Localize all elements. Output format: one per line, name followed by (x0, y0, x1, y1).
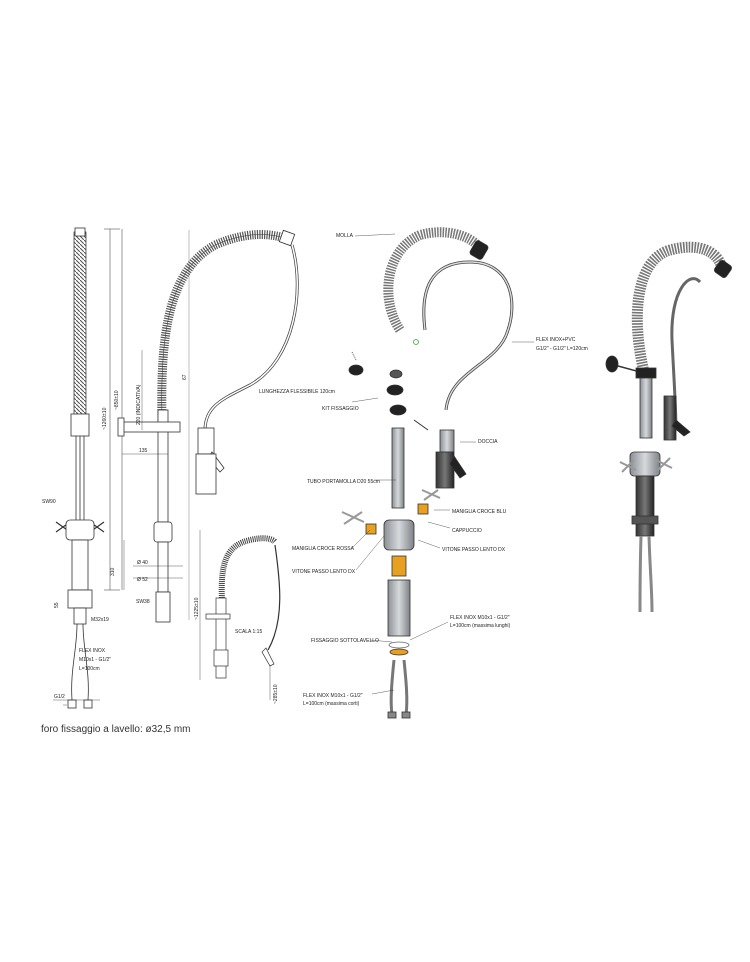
dim-total-height: ~1260±10 (102, 407, 108, 430)
footer-note: foro fissaggio a lavello: ø32,5 mm (41, 724, 191, 735)
label-flex-corti-1: FLEX INOX M10x1 - G1/2" (303, 693, 363, 699)
side-view (117, 229, 299, 623)
side-shower-body (197, 427, 215, 455)
flex-inox-2: M10x1 - G1/2" (79, 657, 111, 663)
dim-67: 67 (182, 374, 188, 380)
front-spring (73, 231, 87, 421)
dim-sw90: SW90 (42, 499, 56, 505)
dim-g12: G1/2 (54, 694, 65, 700)
dim-height-2: ~850±10 (114, 390, 120, 410)
front-spring-cap (74, 227, 86, 237)
perspective-view (605, 241, 732, 613)
part-labels: MOLLA FLEX INOX+PVC G1/2" - G1/2" L=120c… (292, 233, 588, 707)
label-maniglia-blu: MANIGLIA CROCE BLU (452, 509, 507, 515)
exploded-view (341, 227, 534, 719)
exploded-body (383, 519, 415, 551)
side-wall-bracket (121, 421, 181, 433)
label-maniglia-rossa: MANIGLIA CROCE ROSSA (292, 546, 355, 552)
label-vitone-dx: VITONE PASSO LENTO DX (442, 547, 506, 553)
label-tubo: TUBO PORTAMOLLA D20 55cm (307, 479, 380, 485)
label-flex-corti-2: L=100cm (massima corti) (303, 701, 360, 707)
kit-part-3 (389, 404, 407, 416)
vitone-right (417, 503, 429, 515)
label-flex-lunghi-1: FLEX INOX M10x1 - G1/2" (450, 615, 510, 621)
label-cappuccio: CAPPUCCIO (452, 528, 482, 534)
dim-310: 310 (110, 567, 116, 576)
label-flex-pvc-2: G1/2" - G1/2" L=120cm (536, 346, 588, 352)
dim-flex-length: 220 (INDICATIVA) (136, 384, 142, 425)
dim-40: Ø 40 (137, 560, 148, 566)
dim-m32: M32x19 (91, 617, 109, 623)
dim-55: 55 (54, 602, 60, 608)
label-flex-pvc-1: FLEX INOX+PVC (536, 337, 576, 343)
exploded-lower-column (387, 579, 411, 637)
flex-inox-3: L=100cm (79, 666, 100, 672)
exploded-shower (439, 429, 455, 453)
perspective-spring (631, 241, 728, 382)
label-flex-lunghi-2: L=100cm (massima lunghi) (450, 623, 510, 629)
label-vitone-sx: VITONE PASSO LENTO DX (292, 569, 356, 575)
flex-inox-1: FLEX INOX (79, 648, 106, 654)
dimension-labels: ~1260±10 ~850±10 220 (INDICATIVA) SW90 1… (42, 374, 335, 704)
dim-285: ~285±10 (273, 684, 279, 704)
exploded-spring (383, 227, 484, 333)
exploded-nut (391, 555, 407, 577)
perspective-body (629, 451, 661, 477)
exploded-flex-hose (422, 260, 514, 411)
scale-label: SCALA 1:15 (235, 629, 262, 635)
dim-135: 135 (139, 448, 148, 454)
flex-length-label: LUNGHEZZA FLESSIBILE 120cm (259, 389, 335, 395)
dim-1225: ~1225±10 (194, 597, 200, 620)
kit-part-1 (348, 364, 364, 376)
dim-sw38: SW38 (136, 599, 150, 605)
label-kit: KIT FISSAGGIO (322, 406, 359, 412)
label-fissaggio: FISSAGGIO SOTTOLAVELLO (311, 638, 379, 644)
front-clamp (70, 413, 90, 437)
front-view (53, 227, 123, 709)
exploded-tube (391, 427, 405, 509)
kit-part-2 (386, 384, 404, 396)
side-spring-cap (278, 229, 296, 247)
label-molla: MOLLA (336, 233, 354, 239)
front-body (65, 519, 95, 541)
label-doccia: DOCCIA (478, 439, 498, 445)
exploded-spring-cap (469, 240, 489, 260)
scale-view (199, 530, 281, 700)
dim-52: Ø 52 (137, 577, 148, 583)
vitone-left (365, 523, 377, 535)
